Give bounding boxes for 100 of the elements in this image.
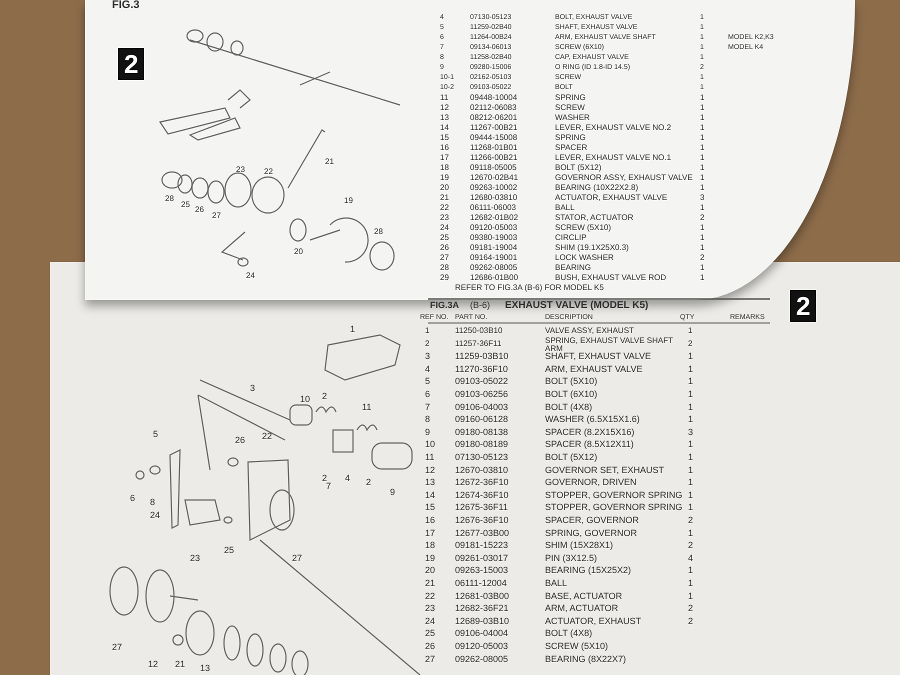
callout-number: 7 <box>326 482 332 491</box>
part-description: STATOR, ACTUATOR <box>555 214 634 222</box>
part-number: 09444-15008 <box>470 134 518 142</box>
part-description: BOLT (5X12) <box>545 453 598 462</box>
part-description: SPACER (8.2X15X16) <box>545 428 634 437</box>
callout-number: 23 <box>236 166 245 174</box>
callout-number: 8 <box>150 498 156 507</box>
part-number: 09164-19001 <box>470 254 518 262</box>
callout-number: 25 <box>224 546 234 555</box>
ref-number: 16 <box>440 144 449 152</box>
callout-number: 10 <box>300 395 310 404</box>
part-description: STOPPER, GOVERNOR SPRING <box>545 490 682 500</box>
ref-number: 29 <box>440 274 449 282</box>
quantity: 1 <box>700 234 704 242</box>
part-description: BALL <box>545 579 568 588</box>
part-description: BEARING <box>555 264 592 272</box>
callout-number: 25 <box>181 201 190 209</box>
figure-title: FIG.3 <box>112 0 140 11</box>
callout-number: 1 <box>350 325 356 334</box>
quantity: 1 <box>688 490 694 500</box>
quantity: 1 <box>688 352 694 362</box>
part-number: 12675-36F11 <box>455 503 508 512</box>
part-number: 09262-08005 <box>455 654 508 664</box>
part-description: BEARING (8X22X7) <box>545 654 626 664</box>
ref-number: 4 <box>425 364 430 374</box>
part-description: BUSH, EXHAUST VALVE ROD <box>555 274 666 282</box>
quantity: 2 <box>688 604 694 614</box>
ref-number: 19 <box>425 554 436 563</box>
ref-number: 12 <box>440 104 449 112</box>
part-description: SHIM (19.1X25X0.3) <box>555 244 629 252</box>
ref-number: 22 <box>440 204 449 212</box>
ref-number: 14 <box>440 124 449 132</box>
quantity: 1 <box>688 364 694 374</box>
callout-number: 20 <box>294 248 303 256</box>
part-number: 09181-15223 <box>455 541 508 550</box>
callout-number: 27 <box>212 212 221 220</box>
quantity: 1 <box>688 503 694 512</box>
ref-number: 27 <box>425 654 436 664</box>
part-number: 12682-36F21 <box>455 604 509 614</box>
ref-number: 14 <box>425 490 436 500</box>
ref-number: 15 <box>425 503 436 512</box>
callout-number: 21 <box>325 158 334 166</box>
quantity: 1 <box>688 478 694 488</box>
part-number: 09118-05005 <box>470 164 517 172</box>
part-number: 12689-03B10 <box>455 616 510 626</box>
callout-number: 22 <box>262 432 272 441</box>
part-description: BOLT (4X8) <box>545 629 592 638</box>
part-number: 06111-12004 <box>455 579 507 588</box>
quantity: 1 <box>688 579 694 588</box>
part-number: 09103-06256 <box>455 390 508 399</box>
quantity: 3 <box>688 428 694 437</box>
callout-number: 9 <box>390 488 396 497</box>
part-description: WASHER <box>555 114 590 122</box>
callout-number: 22 <box>264 168 273 176</box>
part-description: ACTUATOR, EXHAUST VALVE <box>555 194 668 202</box>
callout-number: 2 <box>366 478 372 487</box>
callout-number: 28 <box>374 228 383 236</box>
ref-number: 17 <box>425 528 436 538</box>
part-description: GOVERNOR SET, EXHAUST <box>545 466 664 475</box>
part-description: GOVERNOR, DRIVEN <box>545 478 637 488</box>
ref-number: 23 <box>440 214 449 222</box>
part-description: LEVER, EXHAUST VALVE NO.2 <box>555 124 672 132</box>
part-number: 12670-02B41 <box>470 174 518 182</box>
callout-number: 3 <box>250 384 256 393</box>
ref-number: 13 <box>440 114 449 122</box>
part-number: 06111-06003 <box>470 204 516 212</box>
ref-number: 7 <box>425 402 430 412</box>
ref-number: 23 <box>425 604 436 614</box>
quantity: 1 <box>700 114 704 122</box>
part-description: SPRING <box>555 94 586 102</box>
part-description: LOCK WASHER <box>555 254 614 262</box>
ref-number: 2 <box>425 340 430 348</box>
part-description: BALL <box>555 204 575 212</box>
part-number: 09263-15003 <box>455 566 508 576</box>
ref-number: 5 <box>425 377 430 386</box>
ref-number: 27 <box>440 254 449 262</box>
quantity: 1 <box>688 402 694 412</box>
part-description: SCREW <box>555 104 585 112</box>
ref-number: 6 <box>425 390 430 399</box>
part-number: 09181-19004 <box>470 244 518 252</box>
part-description: GOVERNOR ASSY, EXHAUST VALVE <box>555 174 693 182</box>
quantity: 1 <box>700 174 704 182</box>
callout-number: 2 <box>322 392 328 401</box>
part-number: 12682-01B02 <box>470 214 518 222</box>
ref-number: 25 <box>440 234 449 242</box>
ref-number: 19 <box>440 174 449 182</box>
part-number: 09180-08189 <box>455 440 508 450</box>
part-description: BEARING (10X22X2.8) <box>555 184 638 192</box>
ref-number: 13 <box>425 478 436 488</box>
note-text: REFER TO FIG.3A (B-6) FOR MODEL K5 <box>455 284 604 292</box>
callout-number: 2 <box>322 474 328 483</box>
quantity: 2 <box>700 214 704 222</box>
ref-number: 20 <box>425 566 436 576</box>
part-description: SPRING, EXHAUST VALVE SHAFT ARM <box>545 336 673 353</box>
callout-number: 11 <box>362 403 372 412</box>
quantity: 1 <box>688 415 694 424</box>
ref-number: 21 <box>425 579 436 588</box>
part-description: SPACER, GOVERNOR <box>545 516 639 525</box>
part-number: 09120-05003 <box>470 224 518 232</box>
part-number: 09263-10002 <box>470 184 518 192</box>
